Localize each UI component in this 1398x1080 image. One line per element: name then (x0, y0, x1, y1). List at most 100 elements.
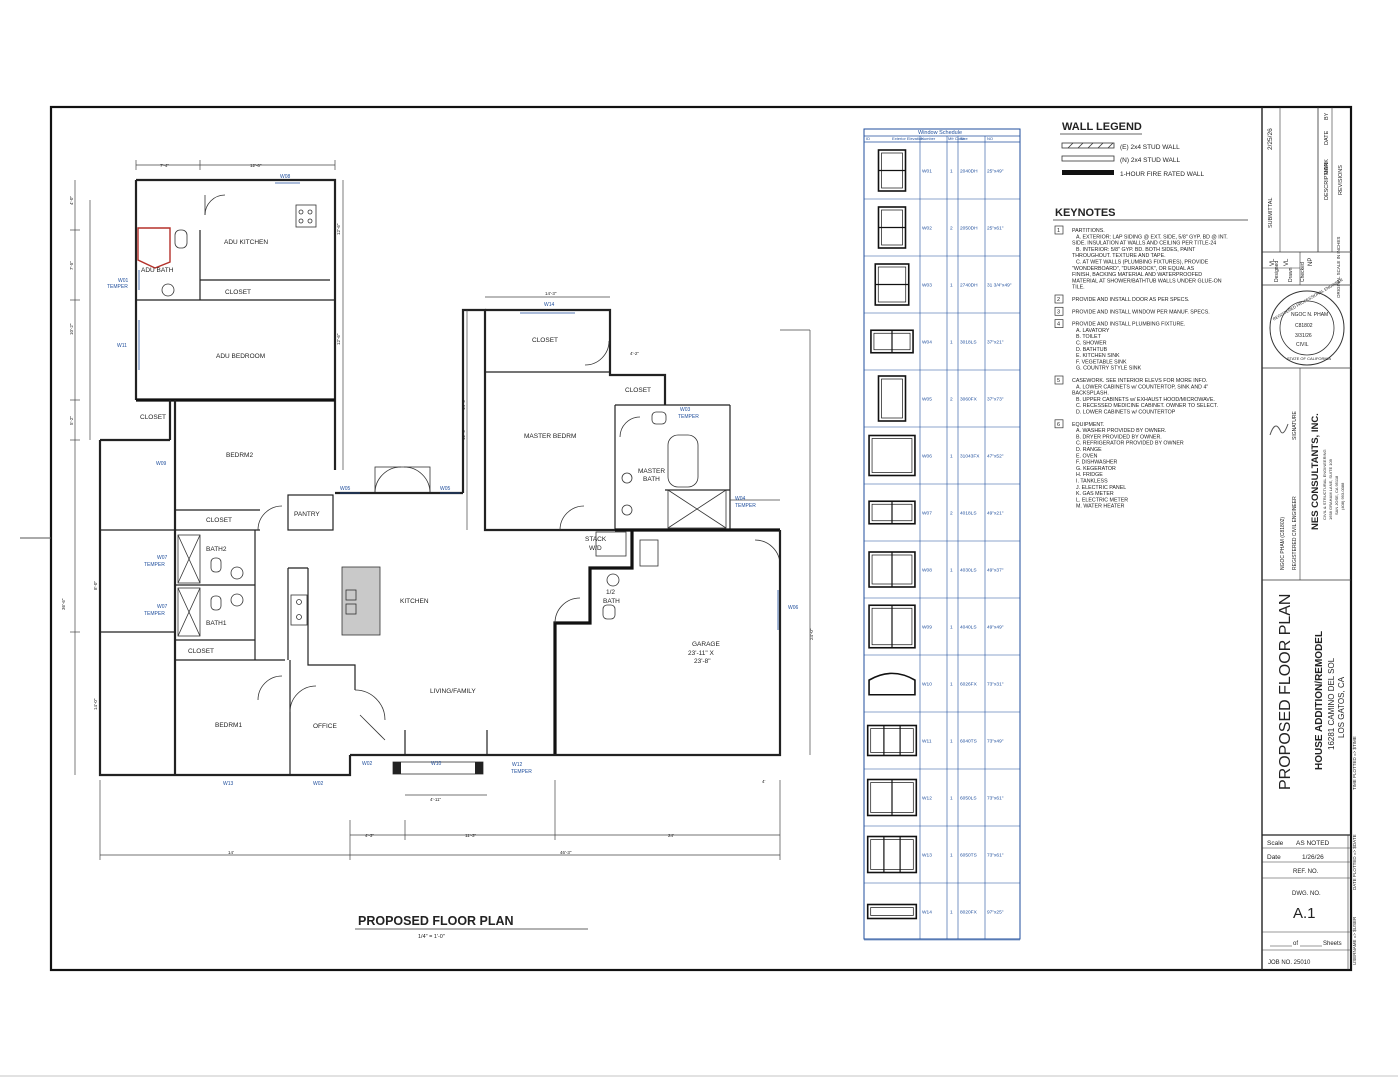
keynote-line: A. WASHER PROVIDED BY OWNER. (1076, 428, 1166, 434)
schedule-size: 25"x61" (987, 226, 1004, 232)
room-label-master-bath-1: MASTER (638, 468, 665, 475)
col-mark: MARK (1324, 159, 1330, 175)
keynote-line: I. TANKLESS (1076, 479, 1108, 485)
schedule-qty: 1 (950, 283, 953, 289)
dim-label-d-b6: 46'-3" (560, 850, 572, 855)
room-label-master-bedrm: MASTER BEDRM (524, 433, 576, 440)
keynote-line: A. LAVATORY (1076, 328, 1110, 334)
window-tag-w07a: W07 (157, 555, 168, 561)
keynote-number: 4 (1057, 322, 1060, 328)
engineer-stamp: REGISTERED PROFESSIONAL ENGINEER NGOC N.… (1269, 277, 1345, 366)
schedule-header: Mfr Code (948, 136, 965, 141)
window-tag-w02b: W02 (362, 761, 373, 767)
room-label-adu-closet: CLOSET (225, 289, 251, 296)
room-label-closet-4: CLOSET (532, 337, 558, 344)
schedule-size: 47"x52" (987, 454, 1004, 460)
keynote-line: D. RANGE (1076, 447, 1102, 453)
dimension-lines (70, 160, 811, 860)
dim-label-d-14: 14'-3" (545, 291, 557, 296)
keynote-line: CASEWORK. SEE INTERIOR ELEVS FOR MORE IN… (1072, 378, 1207, 384)
ref-no: REF. NO. (1293, 869, 1319, 875)
schedule-code: 8020FX (960, 910, 978, 916)
dwg-no: DWG. NO. (1292, 891, 1321, 897)
room-label-bedrm1: BEDRM1 (215, 722, 242, 729)
dim-label-d-mb: 14'-6" (461, 398, 466, 410)
new-wall-swatch (1061, 155, 1115, 162)
keynote-line: B. DRYER PROVIDED BY OWNER. (1076, 434, 1162, 440)
window-tag-w13: W13 (223, 781, 234, 787)
firm-line1: CIVIL & STRUCTURAL ENGINEERING (1322, 449, 1327, 520)
designed-label: Designed (1274, 261, 1280, 282)
keynote-box (1054, 319, 1064, 328)
schedule-code: 4018LS (960, 511, 977, 517)
wall (555, 530, 782, 757)
window-elevation-icon (866, 903, 918, 920)
schedule-size: 73"x49" (987, 739, 1004, 745)
room-label-closet-2: CLOSET (206, 517, 232, 524)
window-elevation-icon (877, 149, 907, 192)
stamp-ring-bottom: STATE OF CALIFORNIA (1287, 356, 1331, 361)
date-label: Date (1267, 854, 1281, 861)
room-label-closet-5: CLOSET (625, 387, 651, 394)
time-plotted: TIME PLOTTED => $TIME (1352, 736, 1357, 790)
schedule-code: 6040TS (960, 739, 977, 745)
door-swing (204, 194, 226, 216)
adu-shower (137, 227, 171, 269)
schedule-qty: 1 (950, 796, 953, 802)
dim-label-d-mb2: 12'-0" (461, 428, 466, 440)
dim-label-d-b3: 11'-3" (465, 833, 477, 838)
window-tag-tmp6: TEMPER (735, 503, 756, 509)
signature-label: SIGNATURE (1292, 411, 1298, 440)
window-tag-w04: W04 (735, 496, 746, 502)
keynote-line: EQUIPMENT. (1072, 422, 1104, 428)
username: USERNAME => $USER (1352, 916, 1357, 965)
existing-wall-swatch (1061, 142, 1115, 149)
room-label-half-bath-2: BATH (603, 598, 620, 605)
keynote-line: "WONDERBOARD", "DURAROCK", OR EQUAL AS (1072, 266, 1195, 272)
room-label-office: OFFICE (313, 723, 337, 730)
keynote-line: BACKSPLASH. (1072, 391, 1109, 397)
schedule-code: 2740DH (960, 283, 978, 289)
revisions-label: REVISIONS (1338, 165, 1344, 195)
keynote-line: THROUGHOUT. TEXTURE AND TAPE. (1072, 253, 1166, 259)
schedule-qty: 2 (950, 397, 953, 403)
wall (136, 178, 337, 470)
col-date: DATE (1324, 130, 1330, 145)
schedule-id: W06 (922, 454, 932, 460)
window-elevation-icon (866, 835, 918, 874)
firm-name: NES CONSULTANTS, INC. (1310, 413, 1321, 530)
keynote-line: C. RECESSED MEDICINE CABINET. OWNER TO S… (1076, 403, 1218, 409)
keynote-line: J. ELECTRIC PANEL (1076, 485, 1126, 491)
schedule-id: W09 (922, 625, 932, 631)
designed-by: VL (1270, 258, 1276, 266)
dim-label-d-b5: 14' (228, 850, 234, 855)
checked-by: NP (1308, 258, 1314, 266)
schedule-code: 2050DH (960, 226, 978, 232)
schedule-header: NO (987, 136, 993, 141)
dim-label-d-b2: 4'-3" (365, 833, 374, 838)
window-tag-tmp2: TEMPER (144, 562, 165, 568)
engineer-name: NGOC PHAM (C81802) (1280, 517, 1286, 570)
schedule-size: 49"x37" (987, 568, 1004, 574)
room-label-closet-3: CLOSET (188, 648, 214, 655)
window-elevation-icon (868, 434, 916, 477)
shower-master (667, 489, 727, 529)
keynote-line: D. BATHTUB (1076, 347, 1108, 353)
dim-label-d-top1: 7'-4" (160, 163, 169, 168)
range (295, 204, 317, 228)
schedule-id: W05 (922, 397, 932, 403)
signature (1269, 423, 1289, 436)
dim-label-d-r1: 12'-6" (336, 223, 341, 235)
stamp-license: C81802 (1295, 323, 1313, 329)
schedule-size: 37"x21" (987, 340, 1004, 346)
schedule-qty: 1 (950, 625, 953, 631)
french-door (374, 466, 431, 494)
